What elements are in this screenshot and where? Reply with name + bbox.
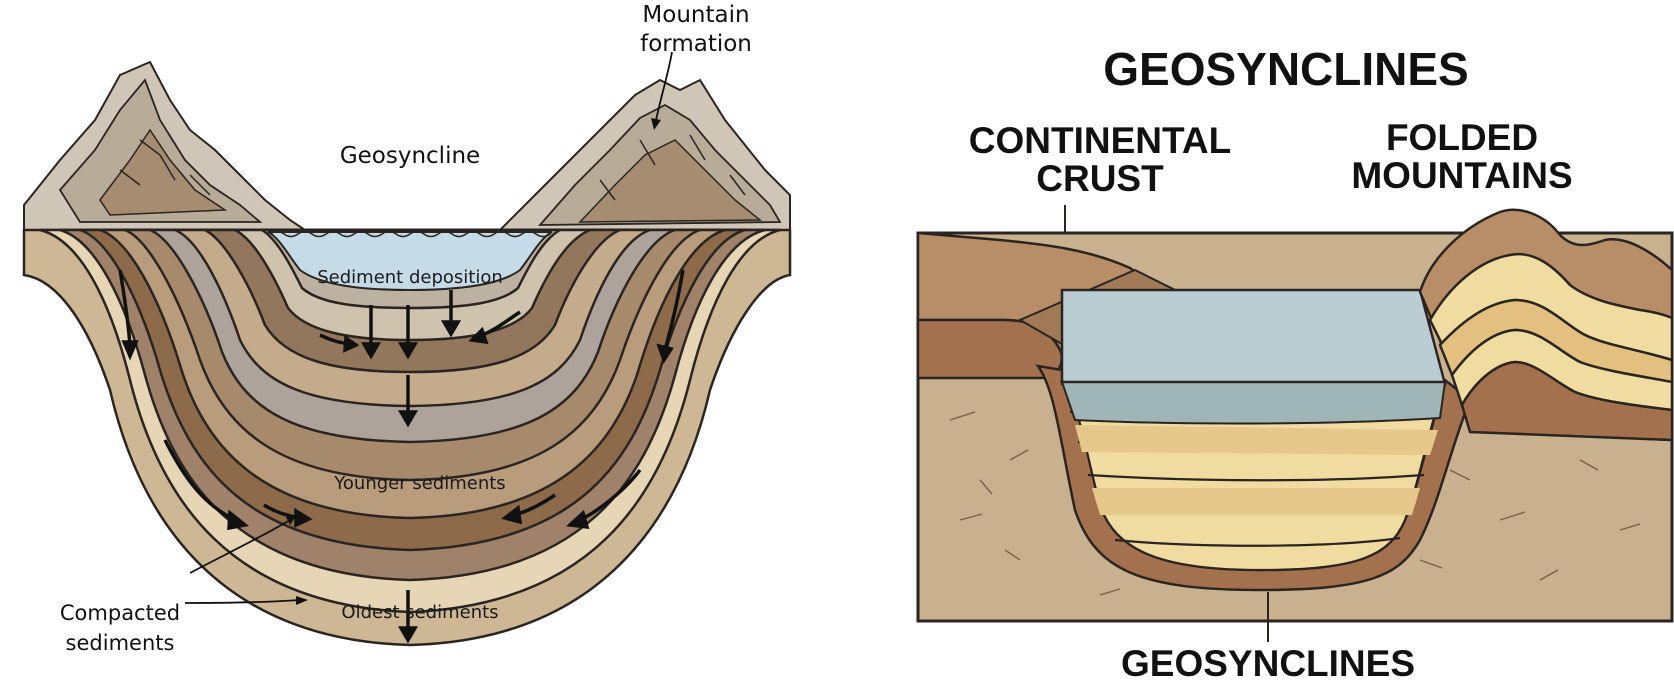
leader-lines [184, 51, 673, 604]
label-geosyncline: Geosyncline [340, 143, 480, 169]
left-labels: Mountain formation Geosyncline Sediment … [60, 2, 752, 655]
flow-arrows [118, 269, 685, 644]
label-mountain-formation-2: formation [640, 31, 752, 57]
label-folded-2: MOUNTAINS [1351, 155, 1572, 196]
folded-mountains [1418, 208, 1674, 442]
right-mountains-left-diagram [497, 78, 791, 231]
water-waves [269, 230, 551, 238]
label-continental-2: CRUST [1036, 158, 1164, 199]
right-diagram: GEOSYNCLINES CONTINENTAL CRUST FOLDED MO… [916, 43, 1674, 684]
label-sediment-deposition: Sediment deposition [317, 267, 503, 288]
right-title: GEOSYNCLINES [1103, 43, 1469, 95]
label-oldest-sediments: Oldest sediments [341, 602, 498, 623]
water-body-right [1060, 288, 1447, 386]
water-deep [1060, 381, 1447, 425]
label-folded-1: FOLDED [1386, 117, 1538, 158]
label-geosynclines-bottom: GEOSYNCLINES [1121, 643, 1415, 684]
sediment-layers [22, 228, 792, 647]
label-mountain-formation-1: Mountain [642, 2, 749, 28]
left-diagram: Mountain formation Geosyncline Sediment … [22, 2, 792, 655]
left-mountains [23, 60, 309, 231]
label-continental-1: CONTINENTAL [969, 120, 1231, 161]
water-body-left [267, 231, 553, 292]
label-younger-sediments: Younger sediments [333, 473, 505, 494]
label-compacted-2: sediments [66, 631, 175, 655]
trough-yellow-layers [1059, 380, 1447, 572]
right-labels: GEOSYNCLINES CONTINENTAL CRUST FOLDED MO… [969, 43, 1573, 684]
label-compacted-1: Compacted [60, 601, 180, 625]
